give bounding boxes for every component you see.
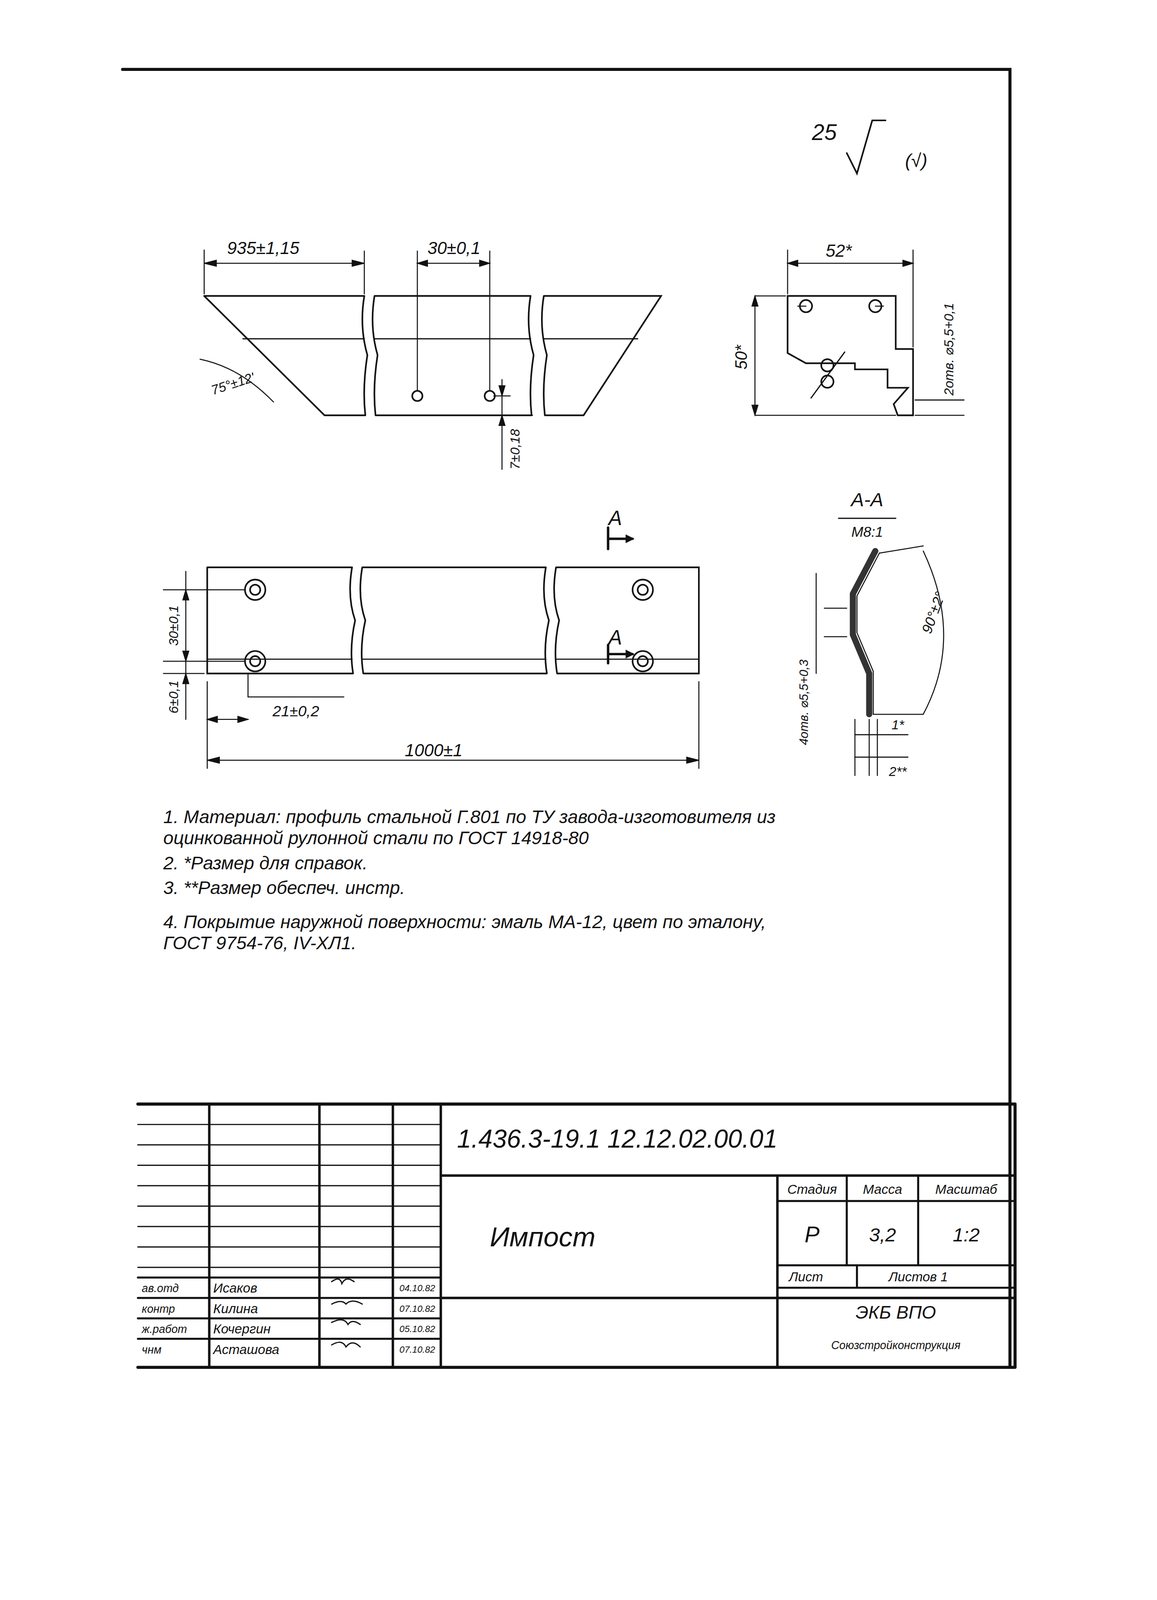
bottom-view (163, 527, 699, 769)
title-block-text: Листов 1 (888, 1268, 948, 1284)
title-block-text: ж.работ (141, 1322, 188, 1336)
dimension-label: A-A (851, 488, 884, 512)
frame (122, 69, 1010, 1367)
note-text: 1. Материал: профиль стальной Г.801 по Т… (163, 806, 817, 849)
dimension-label: 2** (889, 763, 907, 779)
dimension-label: 25 (812, 119, 838, 146)
dimension-label: 21±0,2 (272, 702, 319, 721)
dimension-label: A (608, 506, 622, 530)
title-block-text: Исаков (213, 1279, 258, 1296)
title-block-text: ЭКБ ВПО (855, 1301, 936, 1323)
title-block-text: 1.436.3-19.1 12.12.02.00.01 (457, 1123, 778, 1153)
title-block-text: Союзстройконструкция (831, 1338, 961, 1352)
dimension-label: 1000±1 (404, 739, 463, 760)
dimension-label: 4отв. ⌀5,5+0,3 (796, 659, 811, 745)
title-block-text: Импост (489, 1220, 596, 1253)
dimension-label: 52* (825, 240, 852, 261)
title-block-text: Лист (789, 1268, 824, 1284)
title-block (137, 1103, 1015, 1367)
title-block-text: ав.отд (141, 1281, 179, 1295)
dimension-label: 1* (891, 716, 904, 733)
dimension-label: 7±0,18 (507, 428, 523, 470)
title-block-text: Асташова (213, 1341, 280, 1357)
title-block-text: 07.10.82 (399, 1343, 436, 1355)
title-block-text: 07.10.82 (399, 1302, 436, 1314)
dimension-label: М8:1 (851, 523, 884, 541)
top-view (200, 249, 662, 470)
dimension-label: 75°±12' (209, 369, 257, 398)
dimension-label: 30±0,1 (165, 605, 182, 646)
dimension-label: 50* (732, 344, 751, 370)
dimension-label: 2отв. ⌀5,5+0,1 (941, 302, 957, 396)
dimension-label: 935±1,15 (227, 237, 300, 258)
title-block-text: Масштаб (935, 1181, 998, 1197)
title-block-text: Кочергин (213, 1320, 271, 1337)
section-aa (816, 518, 944, 776)
note-text: 3. **Размер обеспеч. инстр. (163, 877, 406, 899)
note-text: 2. *Размер для справок. (163, 852, 368, 874)
note-text: 4. Покрытие наружной поверхности: эмаль … (163, 911, 776, 954)
dimension-label: A (608, 625, 622, 650)
title-block-text: Масса (863, 1181, 903, 1197)
title-block-text: контр (141, 1301, 175, 1315)
title-block-text: 3,2 (868, 1223, 896, 1246)
end-view (751, 249, 965, 415)
title-block-text: 05.10.82 (399, 1322, 436, 1334)
roughness-mark (846, 120, 886, 174)
title-block-text: Р (804, 1221, 820, 1248)
title-block-text: 1:2 (952, 1223, 980, 1246)
title-block-text: Килина (213, 1300, 258, 1316)
title-block-text: 04.10.82 (399, 1282, 436, 1293)
dimension-label: 90°±2° (918, 589, 949, 636)
title-block-text: чнм (141, 1342, 162, 1356)
title-block-text: Стадия (787, 1181, 838, 1197)
dimension-label: 6±0,1 (165, 680, 182, 714)
dimension-label: 30±0,1 (427, 237, 481, 258)
dimension-label: (√) (904, 150, 928, 172)
